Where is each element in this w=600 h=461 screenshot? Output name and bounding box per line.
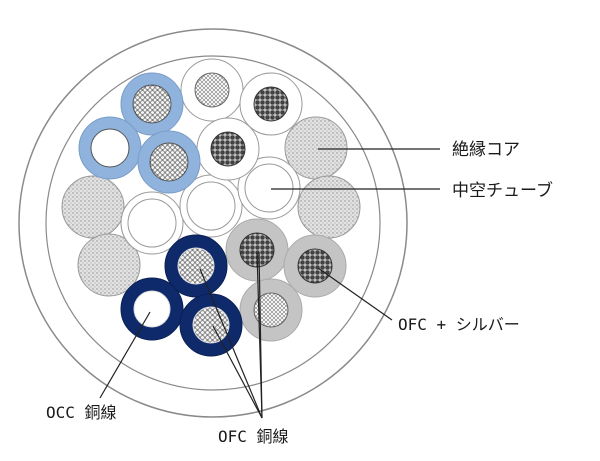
hollow-tube — [120, 191, 184, 255]
ofc-silver-conductors — [225, 218, 347, 342]
hollow-tube — [237, 156, 301, 220]
conductor-core — [297, 248, 333, 284]
conductor-core — [132, 84, 172, 124]
white-conductors — [180, 58, 303, 181]
leader-ofc-1 — [199, 268, 263, 419]
leader-lines — [99, 148, 440, 419]
label-insulation-core: 絶縁コア — [452, 140, 520, 160]
conductor-core — [194, 72, 230, 108]
conductor-core — [253, 292, 289, 328]
leader-ofc-4 — [256, 251, 263, 419]
insulation-core — [297, 175, 361, 239]
hollow-tubes — [120, 156, 301, 255]
conductor-core — [133, 290, 171, 328]
leader-ofc-silver — [317, 267, 393, 321]
insulation-core — [77, 233, 141, 297]
label-ofc-silver: OFC + シルバー — [398, 315, 520, 334]
label-ofc-copper: OFC 銅線 — [218, 427, 289, 446]
label-hollow-tube: 中空チューブ — [452, 180, 553, 201]
hollow-tube — [186, 181, 236, 231]
label-occ-copper: OCC 銅線 — [46, 403, 117, 422]
insulation-core — [61, 175, 125, 239]
hollow-tube — [127, 198, 177, 248]
hollow-tube — [244, 163, 294, 213]
conductor-core — [90, 128, 130, 168]
leader-occ — [99, 311, 151, 399]
leader-ofc-2 — [212, 325, 263, 419]
conductor-core — [210, 131, 246, 167]
conductor-core — [177, 247, 215, 285]
ofc-navy-conductors — [120, 234, 243, 357]
occ-light-blue-conductors — [78, 72, 201, 194]
conductor-core — [253, 86, 289, 122]
insulation-cores — [61, 116, 361, 297]
conductor-core — [149, 142, 189, 182]
